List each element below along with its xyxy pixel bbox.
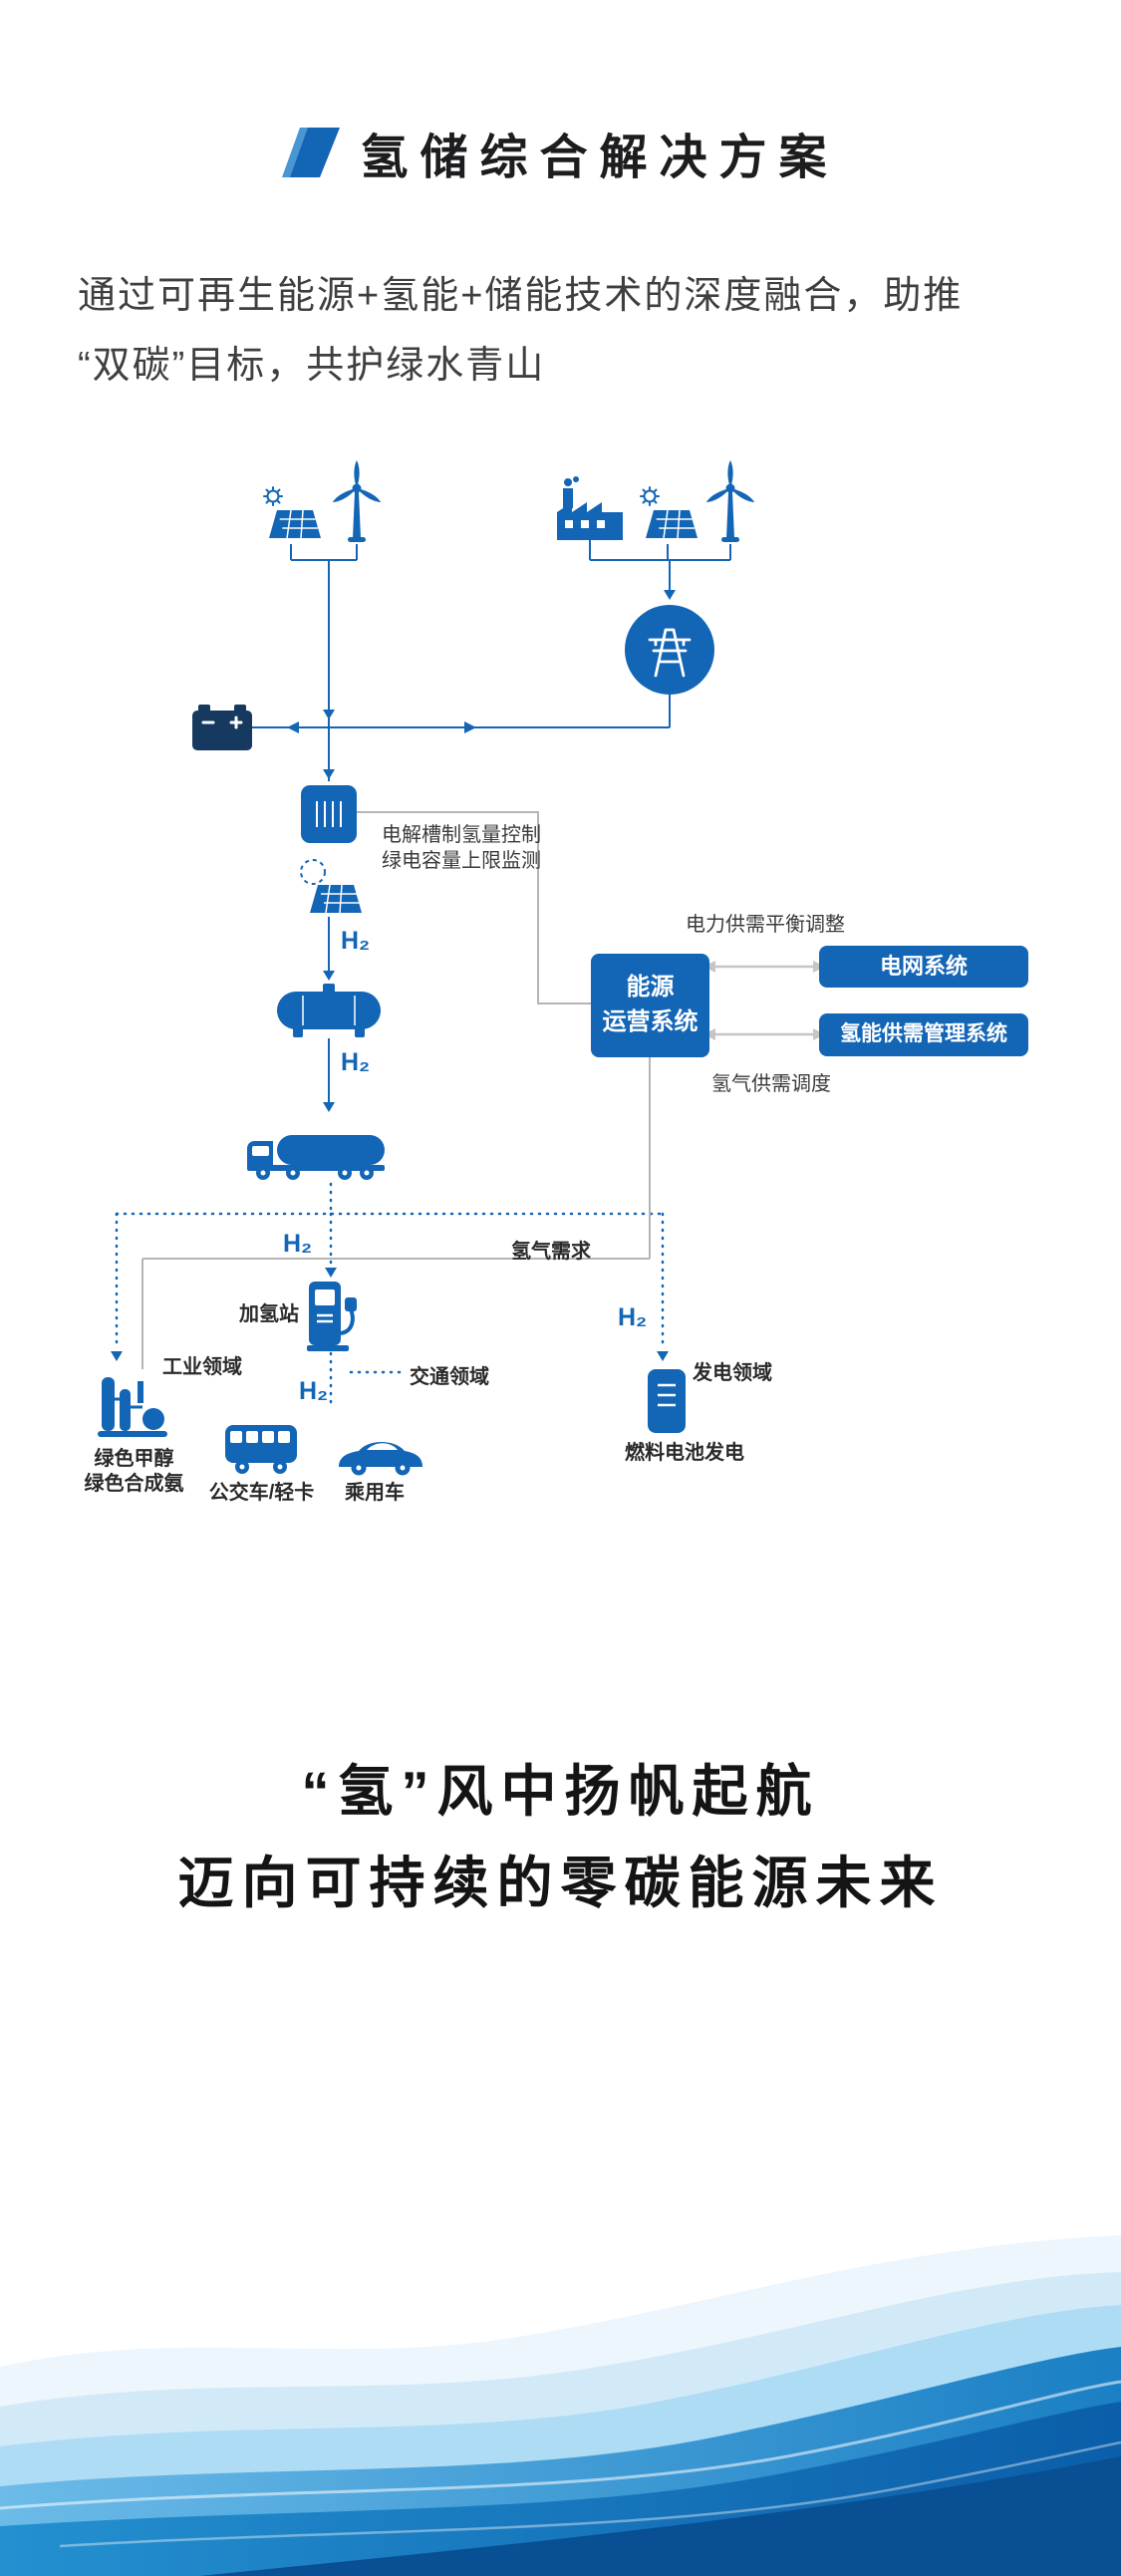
hydrogen-mgmt-label: 氢能供需管理系统: [840, 1022, 1007, 1046]
grid-system-box: 电网系统: [819, 946, 1028, 988]
diagram-canvas: [98, 460, 825, 1476]
solar-panel-icon: [640, 486, 698, 539]
h2-marker: H₂: [341, 927, 371, 955]
label-fuel-cell-power: 燃料电池发电: [625, 1442, 744, 1464]
solar-panel-icon: [263, 486, 321, 539]
intro-paragraph: 通过可再生能源+氢能+储能技术的深度融合，助推 “双碳”目标，共护绿水青山: [78, 261, 1074, 401]
slogan-line-1: “氢”风中扬帆起航: [301, 1760, 820, 1823]
hydrogen-truck-icon: [247, 1135, 385, 1180]
slogan: “氢”风中扬帆起航 迈向可持续的零碳能源未来: [0, 1746, 1121, 1929]
label-green-power-limit: 绿电容量上限监测: [382, 850, 541, 872]
intro-line-2: “双碳”目标，共护绿水青山: [78, 345, 546, 387]
label-green-methanol: 绿色甲醇: [94, 1448, 174, 1470]
label-power-gen-field: 发电领域: [693, 1362, 772, 1384]
energy-operation-system-box: 能源 运营系统: [591, 954, 709, 1057]
power-flow-lines: [252, 540, 731, 1110]
label-h2-dispatch: 氢气供需调度: [711, 1073, 831, 1095]
label-green-products: 绿色甲醇 绿色合成氨: [62, 1447, 206, 1497]
green-power-panel-icon: [300, 859, 362, 914]
factory-icon: [557, 476, 623, 540]
wind-turbine-icon: [704, 460, 756, 542]
label-power-balance: 电力供需平衡调整: [686, 914, 845, 936]
fuel-dispenser-icon: [307, 1280, 359, 1353]
grid-tower-icon: [625, 605, 714, 695]
label-h2-demand: 氢气需求: [511, 1241, 591, 1263]
flow-arrowheads: [111, 590, 676, 1361]
control-signal-lines: [141, 811, 651, 1369]
label-transport-field: 交通领域: [410, 1366, 489, 1388]
chemical-plant-icon: [98, 1375, 169, 1439]
label-industry-field: 工业领域: [162, 1356, 242, 1378]
h2-marker: H₂: [618, 1303, 648, 1331]
bus-icon: [225, 1425, 297, 1474]
title-mark-icon: [282, 128, 341, 177]
solution-diagram: 电解槽制氢量控制 绿电容量上限监测 电力供需平衡调整 氢气供需调度 氢气需求 H…: [0, 448, 1121, 1565]
label-refueling-station: 加氢站: [239, 1303, 299, 1325]
electrolyzer-icon: [301, 785, 357, 843]
h2-marker: H₂: [299, 1377, 329, 1405]
label-passenger-car: 乘用车: [345, 1482, 405, 1504]
label-bus-light-truck: 公交车/轻卡: [208, 1482, 315, 1504]
hydrogen-management-system-box: 氢能供需管理系统: [819, 1013, 1028, 1056]
intro-line-1: 通过可再生能源+氢能+储能技术的深度融合，助推: [78, 275, 964, 317]
grid-system-label: 电网系统: [879, 954, 968, 980]
label-green-ammonia: 绿色合成氨: [84, 1473, 184, 1495]
hydrogen-tank-icon: [277, 984, 381, 1037]
h2-marker: H₂: [341, 1048, 371, 1076]
hydrogen-flow-lines: [115, 1182, 665, 1405]
wind-turbine-icon: [331, 460, 383, 542]
wave-graphic: [0, 2235, 1121, 2576]
car-icon: [339, 1442, 422, 1476]
label-electrolyzer-control: 电解槽制氢量控制: [382, 824, 541, 846]
battery-storage-icon: [190, 703, 254, 752]
energy-ops-line2: 运营系统: [602, 1008, 699, 1035]
fuel-cell-icon: [648, 1369, 686, 1433]
page-title: 氢储综合解决方案: [360, 132, 839, 184]
energy-ops-line1: 能源: [626, 974, 675, 1002]
page-header: 氢储综合解决方案: [0, 118, 1121, 187]
system-link-arrows: [703, 961, 825, 1040]
slogan-line-2: 迈向可持续的零碳能源未来: [177, 1852, 944, 1914]
h2-marker: H₂: [283, 1230, 313, 1258]
